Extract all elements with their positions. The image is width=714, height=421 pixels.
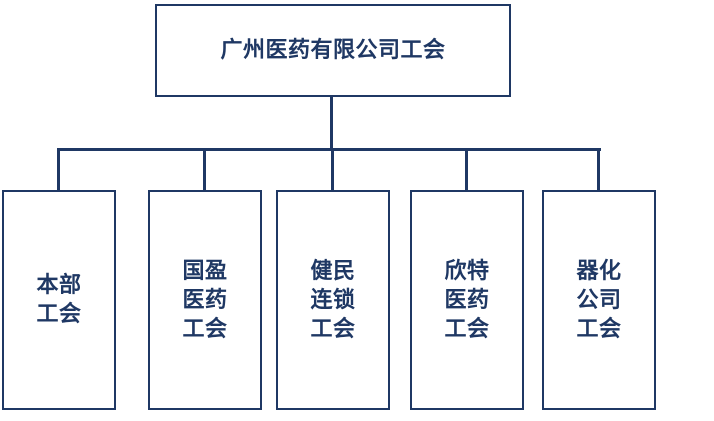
org-node-child-4[interactable]: 欣特 医药 工会 xyxy=(410,190,524,410)
org-node-root[interactable]: 广州医药有限公司工会 xyxy=(155,4,511,97)
org-node-child-3[interactable]: 健民 连锁 工会 xyxy=(276,190,390,410)
org-node-child-4-label: 欣特 医药 工会 xyxy=(444,258,490,342)
connector-drop-3 xyxy=(331,148,334,192)
connector-drop-1 xyxy=(57,148,60,192)
org-node-child-3-label: 健民 连锁 工会 xyxy=(310,258,356,342)
org-node-child-1-label: 本部 工会 xyxy=(36,273,82,327)
org-node-child-2[interactable]: 国盈 医药 工会 xyxy=(148,190,262,410)
org-node-child-5-label: 器化 公司 工会 xyxy=(576,258,622,342)
connector-drop-5 xyxy=(597,148,600,192)
connector-horizontal-bus xyxy=(57,148,601,151)
org-node-child-5[interactable]: 器化 公司 工会 xyxy=(542,190,656,410)
org-node-child-1[interactable]: 本部 工会 xyxy=(2,190,116,410)
connector-drop-4 xyxy=(465,148,468,192)
org-node-child-2-label: 国盈 医药 工会 xyxy=(182,258,228,342)
connector-drop-2 xyxy=(203,148,206,192)
org-node-root-label: 广州医药有限公司工会 xyxy=(220,37,446,63)
connector-root-stem xyxy=(330,96,333,151)
